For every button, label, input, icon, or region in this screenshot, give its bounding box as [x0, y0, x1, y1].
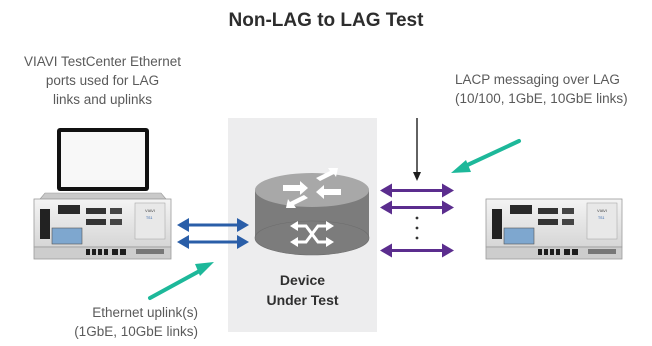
callout-arrow-uplink [148, 262, 214, 300]
brand-badge: VIAVI [597, 208, 607, 213]
test-chassis-icon: VIAVI TS1 [485, 198, 623, 260]
label-line: LACP messaging over LAG [455, 72, 620, 87]
label-line: (10/100, 1GbE, 10GbE links) [455, 91, 628, 106]
lag-arrow [380, 243, 454, 258]
router-icon [254, 168, 370, 256]
model-badge: TS1 [598, 216, 604, 220]
lag-arrow [380, 183, 454, 198]
uplink-arrow-bottom [177, 235, 249, 249]
label-lacp-messaging: LACP messaging over LAG (10/100, 1GbE, 1… [455, 70, 652, 108]
label-line: VIAVI TestCenter Ethernet [23, 54, 182, 69]
down-arrow-icon [413, 118, 421, 181]
uplink-arrows [177, 218, 249, 249]
lag-arrow [380, 200, 454, 215]
label-line: ports used for LAG [45, 73, 160, 88]
model-badge: TS1 [146, 216, 152, 220]
diagram-title: Non-LAG to LAG Test [228, 10, 424, 31]
label-ethernet-uplinks: Ethernet uplink(s) (1GbE, 10GbE links) [0, 303, 198, 341]
label-line: links and uplinks [52, 92, 153, 107]
test-chassis-icon: VIAVI TS1 [33, 198, 172, 260]
brand-badge: VIAVI [145, 208, 155, 213]
continuation-dots [415, 216, 419, 240]
callout-arrow-lacp [451, 139, 521, 173]
label-line: (1GbE, 10GbE links) [74, 324, 198, 339]
label-line: Ethernet uplink(s) [92, 305, 198, 320]
dut-label: Device Under Test [228, 270, 377, 310]
dut-label-line: Under Test [266, 292, 339, 308]
laptop-icon [39, 128, 167, 200]
uplink-arrow-top [177, 218, 249, 232]
lag-arrows [380, 183, 454, 258]
dut-label-line: Device [279, 272, 326, 288]
label-testcenter-ports: VIAVI TestCenter Ethernet ports used for… [0, 52, 205, 109]
